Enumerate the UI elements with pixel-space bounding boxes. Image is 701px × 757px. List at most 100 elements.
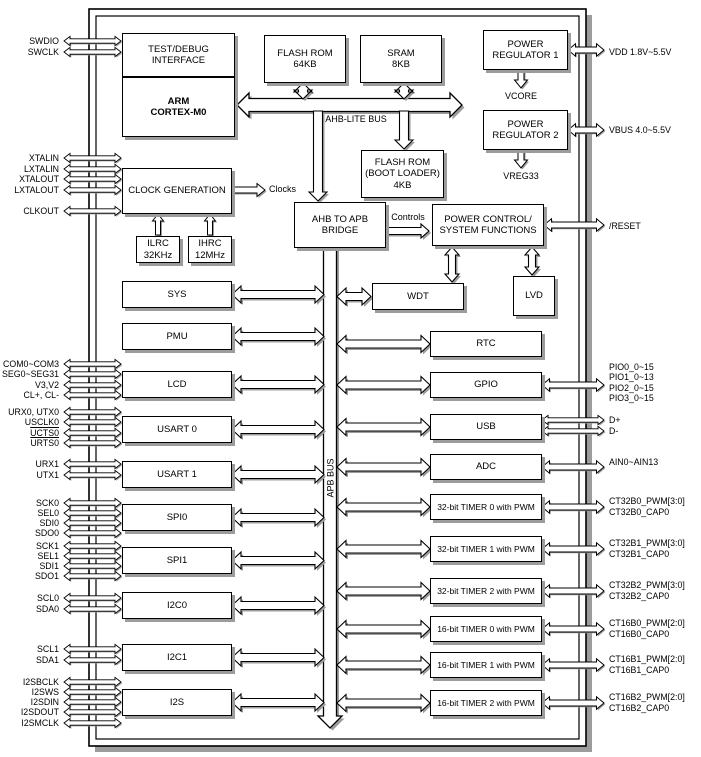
pin-label-pio3-0-15: PIO3_0~15 <box>609 393 654 403</box>
pin-arrow-left-25 <box>63 592 122 604</box>
pin-label-pio2-0-15: PIO2_0~15 <box>609 383 654 393</box>
conn-flashrom-ahb <box>292 82 314 100</box>
pin-label-urx1: URX1 <box>35 459 59 469</box>
pin-label-ct32b1-pwm-3-0: CT32B1_PWM[3:0] <box>609 538 685 548</box>
pin-label-ct16b1-pwm-2-0: CT16B1_PWM[2:0] <box>609 654 685 664</box>
pin-label-cl-cl: CL+, CL- <box>23 390 59 400</box>
pin-label-vbus-4-0-5-5v: VBUS 4.0~5.5V <box>609 125 671 135</box>
block-sram: SRAM 8KB <box>360 35 442 83</box>
pin-arrow-left-18 <box>63 507 122 519</box>
pin-label-ct32b1-cap0: CT32B1_CAP0 <box>609 549 670 559</box>
pin-label-sel1: SEL1 <box>37 551 59 561</box>
pin-arrow-left-22 <box>63 550 122 562</box>
pin-arrow-left-33 <box>63 717 122 729</box>
block-i2c0: I2C0 <box>122 592 232 619</box>
block-usart0: USART 0 <box>122 416 232 443</box>
pin-label-d: D- <box>609 426 619 436</box>
pin-arrow-left-8 <box>63 368 122 380</box>
pin-label-sck1: SCK1 <box>36 541 59 551</box>
apb-bus-label: APB BUS <box>325 458 336 498</box>
pin-arrow-right-11 <box>541 657 605 673</box>
pin-label-v3-v2: V3,V2 <box>35 380 59 390</box>
block-t16-2: 16-bit TIMER 2 with PWM <box>430 690 542 716</box>
pin-arrow-right-6 <box>541 459 605 475</box>
conn-ahb-bootrom <box>393 110 415 150</box>
block-boot-rom: FLASH ROM (BOOT LOADER) 4KB <box>361 150 444 198</box>
block-pmu: PMU <box>122 323 232 350</box>
block-usart1: USART 1 <box>122 461 232 488</box>
pin-arrow-left-26 <box>63 603 122 615</box>
pin-arrow-left-11 <box>63 406 122 418</box>
pin-arrow-left-31 <box>63 696 122 708</box>
vcore-label: VCORE <box>504 91 537 101</box>
block-wdt: WDT <box>372 283 464 310</box>
chip-inner-border <box>95 15 580 740</box>
pin-label-ct32b0-pwm-3-0: CT32B0_PWM[3:0] <box>609 496 685 506</box>
pin-arrow-left-13 <box>63 427 122 439</box>
block-gpio: GPIO <box>430 372 542 398</box>
pin-label-ct16b0-cap0: CT16B0_CAP0 <box>609 629 670 639</box>
block-ilrc: ILRC 32KHz <box>136 236 180 263</box>
pin-label-ct16b0-pwm-2-0: CT16B0_PWM[2:0] <box>609 618 685 628</box>
pin-arrow-right-2 <box>543 217 605 233</box>
pin-label-ct32b0-cap0: CT32B0_CAP0 <box>609 507 670 517</box>
conn-left-block-apb-0 <box>231 284 325 305</box>
pin-label-lxtalin: LXTALIN <box>23 164 59 174</box>
pin-arrow-left-21 <box>63 540 122 552</box>
block-pwr-ctrl: POWER CONTROL/ SYSTEM FUNCTIONS <box>432 204 544 246</box>
conn-left-block-apb-6 <box>231 550 325 571</box>
pin-label-i2sbclk: I2SBCLK <box>22 677 59 687</box>
block-t32-2: 32-bit TIMER 2 with PWM <box>430 578 542 604</box>
pin-arrow-right-10 <box>541 621 605 637</box>
pin-label-scl0: SCL0 <box>36 593 59 603</box>
conn-left-block-apb-7 <box>231 595 325 616</box>
pin-arrow-left-17 <box>63 497 122 509</box>
block-spi1: SPI1 <box>122 547 232 574</box>
pin-arrow-right-9 <box>541 583 605 599</box>
conn-ihrc-clockgen <box>203 213 217 236</box>
conn-left-block-apb-3 <box>231 419 325 440</box>
pin-label-utx1: UTX1 <box>36 470 60 480</box>
pin-arrow-left-27 <box>63 643 122 655</box>
block-t32-1: 32-bit TIMER 1 with PWM <box>430 536 542 562</box>
block-spi0: SPI0 <box>122 504 232 531</box>
pin-label-sdo1: SDO1 <box>35 571 59 581</box>
pin-arrow-left-4 <box>63 173 122 185</box>
conn-left-block-apb-5 <box>231 507 325 528</box>
pin-label-sdi0: SDI0 <box>39 518 59 528</box>
pin-arrow-right-4 <box>541 414 605 426</box>
pin-label-i2sdout: I2SDOUT <box>20 707 59 717</box>
pin-arrow-right-3 <box>541 377 605 393</box>
conn-ilrc-clockgen <box>151 213 165 236</box>
pin-label-sdo0: SDO0 <box>35 528 59 538</box>
pin-arrow-right-1 <box>567 122 605 138</box>
pin-arrow-right-0 <box>567 42 605 58</box>
conn-apb-wdt <box>336 286 372 307</box>
block-sys: SYS <box>122 281 232 308</box>
pin-arrow-left-14 <box>63 437 122 449</box>
pin-label-swdio: SWDIO <box>29 36 59 46</box>
vreg33-label: VREG33 <box>503 171 539 181</box>
conn-sram-ahb <box>393 82 415 100</box>
pin-arrow-left-0 <box>63 35 122 47</box>
block-test-debug: TEST/DEBUG INTERFACE <box>122 33 235 77</box>
pin-label-xtalout: XTALOUT <box>19 174 59 184</box>
clocks-label: Clocks <box>269 184 297 194</box>
pin-label-ct32b2-cap0: CT32B2_CAP0 <box>609 591 670 601</box>
pin-label-sdi1: SDI1 <box>39 561 59 571</box>
block-i2s: I2S <box>122 689 232 716</box>
pin-label-sda1: SDA1 <box>36 655 59 665</box>
pin-label-lxtalout: LXTALOUT <box>14 185 59 195</box>
pin-arrow-left-32 <box>63 706 122 718</box>
block-t16-1: 16-bit TIMER 1 with PWM <box>430 652 542 678</box>
pin-label-ct32b2-pwm-3-0: CT32B2_PWM[3:0] <box>609 580 685 590</box>
conn-reg2-vreg33 <box>513 150 529 169</box>
pin-label-ct16b2-cap0: CT16B2_CAP0 <box>609 703 670 713</box>
pin-label-sck0: SCK0 <box>36 498 59 508</box>
block-flash-rom: FLASH ROM 64KB <box>264 35 346 83</box>
conn-bridge-controls <box>386 222 430 240</box>
pin-label-sel0: SEL0 <box>37 508 59 518</box>
pin-arrow-left-7 <box>63 358 122 370</box>
pin-arrow-left-2 <box>63 152 122 164</box>
pin-label-clkout: CLKOUT <box>23 206 59 216</box>
